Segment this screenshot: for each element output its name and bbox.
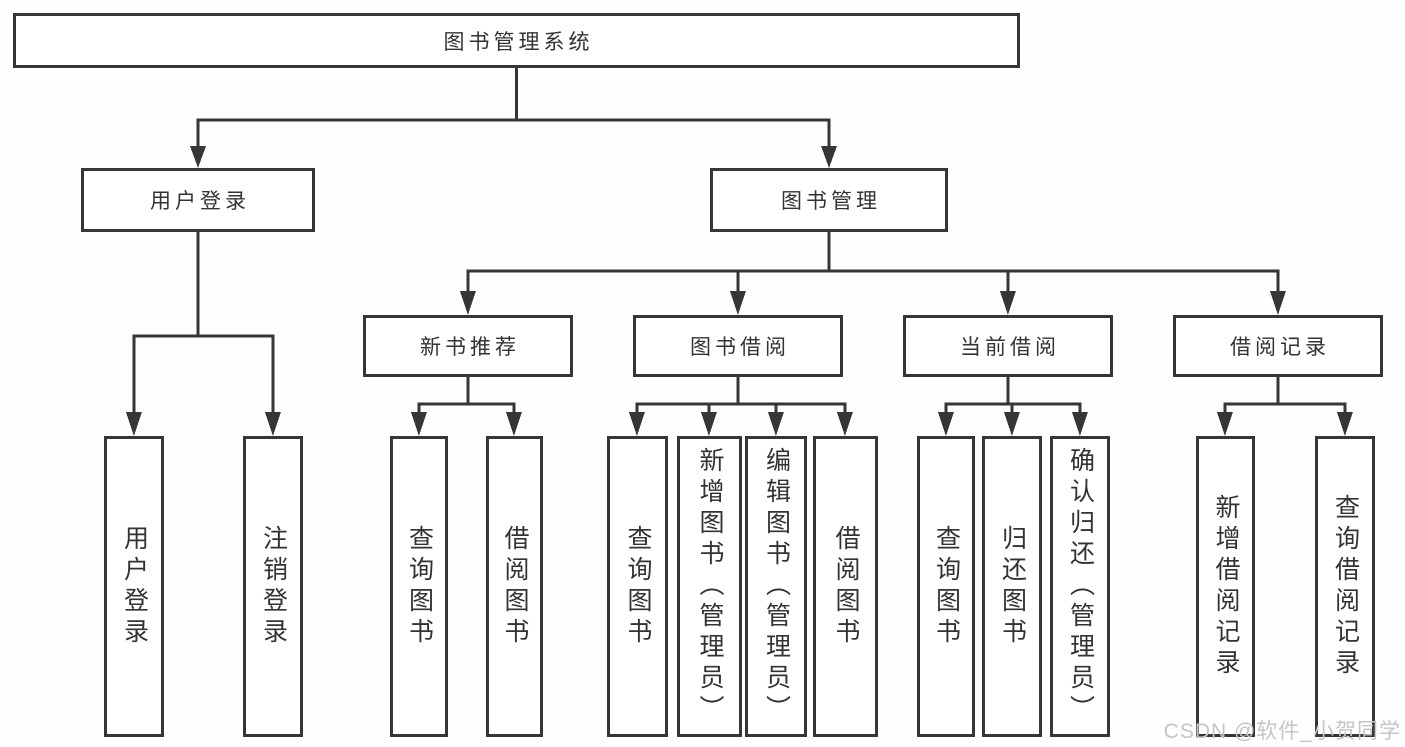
leaf-borrow-books-recommend: 借阅图书 (486, 436, 543, 737)
node-library-management-system: 图书管理系统 (13, 13, 1020, 68)
node-user-login-branch: 用户登录 (81, 168, 315, 232)
leaf-query-books-borrow: 查询图书 (607, 436, 668, 737)
leaf-user-login: 用户登录 (104, 436, 164, 737)
node-new-book-recommend: 新书推荐 (363, 315, 573, 377)
leaf-query-borrow-record: 查询借阅记录 (1315, 436, 1375, 737)
leaf-confirm-return-admin: 确认归还（管理员） (1050, 436, 1110, 737)
leaf-add-books-admin: 新增图书（管理员） (677, 436, 742, 737)
leaf-borrow-books: 借阅图书 (813, 436, 878, 737)
leaf-query-books-recommend: 查询图书 (390, 436, 448, 737)
node-borrow-records: 借阅记录 (1173, 315, 1383, 377)
leaf-add-borrow-record: 新增借阅记录 (1196, 436, 1255, 737)
leaf-query-books-current: 查询图书 (917, 436, 975, 737)
node-current-borrow: 当前借阅 (903, 315, 1113, 377)
node-book-management-branch: 图书管理 (710, 168, 948, 232)
leaf-logout: 注销登录 (243, 436, 303, 737)
leaf-return-books: 归还图书 (982, 436, 1042, 737)
node-book-borrow: 图书借阅 (633, 315, 843, 377)
leaf-edit-books-admin: 编辑图书（管理员） (745, 436, 807, 737)
csdn-watermark: CSDN @软件_小贺同学 (1163, 720, 1401, 743)
